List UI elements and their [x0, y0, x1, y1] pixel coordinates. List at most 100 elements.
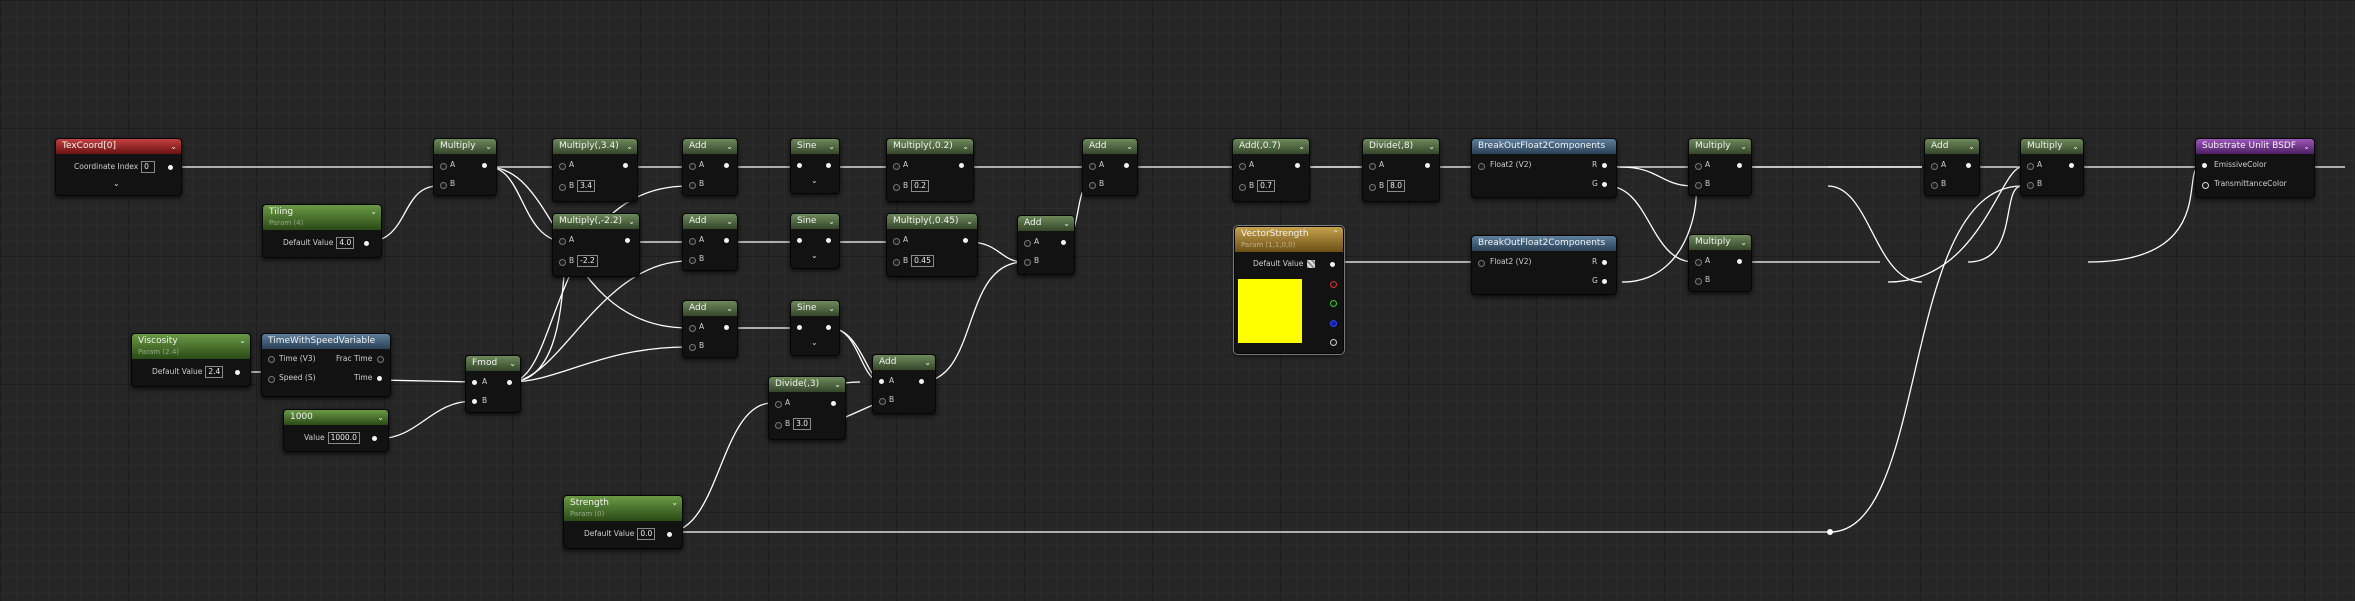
- node-header[interactable]: Multiply⌄: [434, 139, 496, 154]
- node-multiply[interactable]: Multiply⌄ A B: [433, 138, 497, 196]
- node-add[interactable]: Add⌄ A B: [872, 354, 936, 414]
- node-header[interactable]: Divide(,3)⌄: [769, 377, 845, 392]
- output-pin[interactable]: [919, 379, 924, 384]
- chevron-down-icon[interactable]: ⌄: [962, 142, 969, 151]
- node-sine[interactable]: Sine⌄ ⌄: [790, 138, 840, 194]
- chevron-down-icon[interactable]: ⌄: [1298, 142, 1305, 151]
- output-pin[interactable]: [625, 238, 630, 243]
- chevron-down-icon[interactable]: ⌄: [1428, 142, 1435, 151]
- output-pin[interactable]: [667, 532, 672, 537]
- node-header[interactable]: Sine⌄: [791, 214, 839, 229]
- strength-value-field[interactable]: 0.0: [637, 528, 656, 540]
- input-pin[interactable]: [689, 257, 696, 264]
- input-pin[interactable]: [689, 344, 696, 351]
- node-multiply-neg-2-2[interactable]: Multiply(,-2.2)⌄ A B-2.2: [552, 213, 640, 277]
- input-pin[interactable]: [2202, 163, 2207, 168]
- output-pin[interactable]: [1061, 240, 1066, 245]
- output-pin[interactable]: [1966, 163, 1971, 168]
- node-header[interactable]: Multiply(,0.45)⌄: [887, 214, 977, 229]
- chevron-down-icon[interactable]: ⌄: [170, 142, 177, 151]
- output-pin[interactable]: [377, 356, 384, 363]
- input-pin[interactable]: [797, 325, 802, 330]
- output-pin[interactable]: [963, 238, 968, 243]
- input-pin[interactable]: [1695, 259, 1702, 266]
- input-pin[interactable]: [893, 184, 900, 191]
- output-pin-r[interactable]: [1602, 163, 1607, 168]
- node-header[interactable]: BreakOutFloat2Components: [1472, 236, 1616, 251]
- node-header[interactable]: Sine⌄: [791, 139, 839, 154]
- chevron-down-icon[interactable]: ⌄: [1740, 238, 1747, 247]
- output-pin[interactable]: [1124, 163, 1129, 168]
- chevron-down-icon[interactable]: ⌄: [2072, 142, 2079, 151]
- b-value-field[interactable]: 0.45: [911, 255, 934, 267]
- chevron-down-icon[interactable]: ⌄: [509, 359, 516, 368]
- node-header[interactable]: Fmod⌄: [466, 356, 520, 371]
- node-add[interactable]: Add⌄ A B: [1924, 138, 1980, 196]
- b-value-field[interactable]: 3.4: [577, 180, 596, 192]
- expand-chevron-icon[interactable]: ⌄: [811, 251, 818, 260]
- node-header[interactable]: Multiply⌄: [1689, 235, 1751, 250]
- output-pin[interactable]: [377, 376, 382, 381]
- input-pin[interactable]: [1931, 182, 1938, 189]
- output-pin-r[interactable]: [1330, 281, 1337, 288]
- expand-chevron-icon[interactable]: ⌄: [811, 338, 818, 347]
- node-header[interactable]: Add(,0.7)⌄: [1233, 139, 1309, 154]
- input-pin[interactable]: [775, 401, 782, 408]
- b-value-field[interactable]: 3.0: [793, 418, 812, 430]
- chevron-down-icon[interactable]: ⌄: [239, 336, 246, 345]
- input-pin[interactable]: [559, 238, 566, 245]
- input-pin[interactable]: [1089, 163, 1096, 170]
- input-pin[interactable]: [1369, 184, 1376, 191]
- input-pin[interactable]: [1478, 163, 1485, 170]
- input-pin[interactable]: [2202, 182, 2209, 189]
- input-pin[interactable]: [1024, 259, 1031, 266]
- output-pin[interactable]: [724, 325, 729, 330]
- output-pin[interactable]: [372, 436, 377, 441]
- input-pin[interactable]: [893, 163, 900, 170]
- node-header[interactable]: Add⌄: [683, 214, 737, 229]
- input-pin[interactable]: [879, 398, 886, 405]
- node-multiply[interactable]: Multiply⌄ A B: [1688, 138, 1752, 196]
- input-pin[interactable]: [472, 399, 477, 404]
- viscosity-value-field[interactable]: 2.4: [205, 366, 224, 378]
- input-pin[interactable]: [559, 184, 566, 191]
- chevron-down-icon[interactable]: ⌄: [1126, 142, 1133, 151]
- b-value-field[interactable]: -2.2: [577, 255, 598, 267]
- output-pin[interactable]: [1737, 163, 1742, 168]
- node-header[interactable]: Sine⌄: [791, 301, 839, 316]
- output-pin[interactable]: [623, 163, 628, 168]
- node-header[interactable]: Multiply(,-2.2)⌄: [553, 214, 639, 229]
- node-multiply[interactable]: Multiply⌄ A B: [2020, 138, 2084, 196]
- chevron-down-icon[interactable]: ⌄: [626, 142, 633, 151]
- chevron-down-icon[interactable]: ⌄: [671, 498, 678, 507]
- node-header[interactable]: Divide(,8)⌄: [1363, 139, 1439, 154]
- node-header[interactable]: Add⌄: [683, 139, 737, 154]
- node-header[interactable]: Add⌄: [1083, 139, 1137, 154]
- input-pin[interactable]: [1695, 182, 1702, 189]
- chevron-down-icon[interactable]: ⌄: [726, 142, 733, 151]
- node-add[interactable]: Add⌄ A B: [682, 213, 738, 271]
- input-pin[interactable]: [440, 163, 447, 170]
- chevron-down-icon[interactable]: ⌄: [726, 304, 733, 313]
- output-pin[interactable]: [482, 163, 487, 168]
- b-value-field[interactable]: 0.2: [911, 180, 930, 192]
- chevron-down-icon[interactable]: ⌄: [377, 413, 384, 422]
- input-pin[interactable]: [472, 380, 477, 385]
- input-pin[interactable]: [268, 376, 275, 383]
- output-pin-r[interactable]: [1602, 260, 1607, 265]
- node-header[interactable]: 1000⌄: [284, 410, 388, 425]
- output-pin[interactable]: [831, 401, 836, 406]
- chevron-up-icon[interactable]: ⌃: [1332, 229, 1339, 238]
- node-multiply[interactable]: Multiply⌄ A B: [1688, 234, 1752, 292]
- node-header[interactable]: Multiply⌄: [2021, 139, 2083, 154]
